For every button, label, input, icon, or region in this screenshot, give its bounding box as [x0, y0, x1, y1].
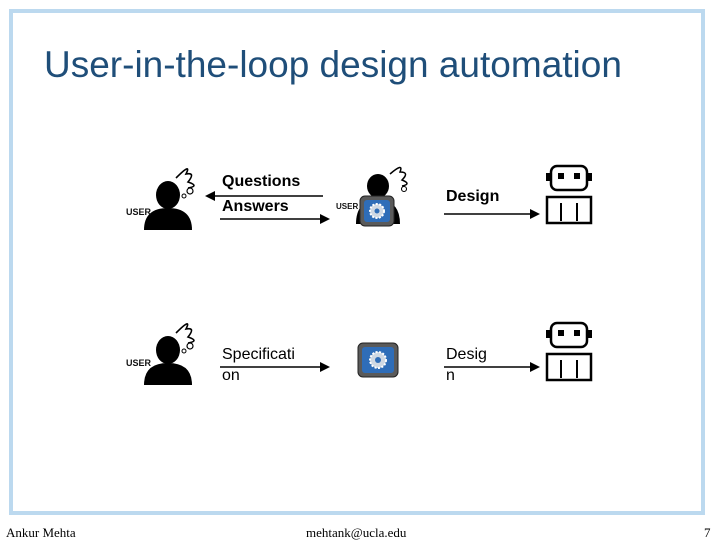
footer-email: mehtank@ucla.edu — [306, 525, 407, 540]
questions-arrow — [205, 191, 323, 201]
robot-icon-row2 — [545, 321, 593, 382]
questions-label: Questions — [222, 173, 301, 190]
answers-arrow — [220, 214, 330, 224]
specification-arrow — [220, 362, 330, 372]
design-arrow-row1 — [444, 209, 540, 219]
answers-label: Answers — [222, 198, 289, 215]
user-with-tool-icon — [356, 166, 408, 227]
design-arrow-row2 — [444, 362, 540, 372]
footer-page-number: 7 — [704, 525, 711, 540]
specification-label-line1: Specificati — [222, 346, 295, 363]
slide-frame — [9, 9, 705, 515]
user-person-icon — [144, 168, 195, 230]
design-label-row2-line1: Desig — [446, 346, 487, 363]
user-person-icon-row2 — [144, 323, 195, 385]
user-label: USER — [126, 207, 152, 217]
robot-icon — [545, 164, 593, 225]
specification-label-line2: on — [222, 367, 240, 384]
user-label-row2: USER — [126, 358, 152, 368]
design-label-row1: Design — [446, 188, 500, 205]
footer-author: Ankur Mehta — [6, 525, 76, 540]
slide-title: User-in-the-loop design automation — [44, 44, 622, 85]
user-label-inner: USER — [336, 202, 359, 211]
design-label-row2-line2: n — [446, 367, 455, 384]
design-tool-icon — [357, 342, 399, 378]
